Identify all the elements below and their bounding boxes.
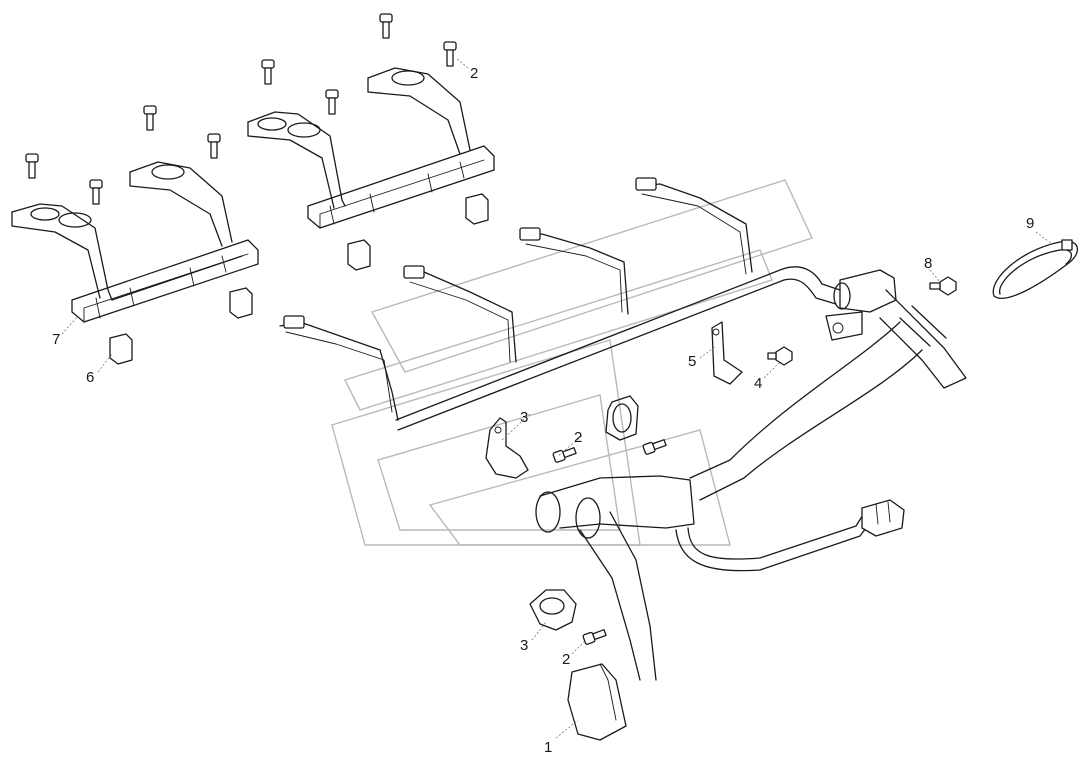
callout-6: 6 [86, 369, 94, 386]
wire-clips [109, 193, 489, 365]
callout-labels: 1 2 2 2 3 3 4 5 6 7 8 9 [52, 65, 1034, 756]
watermark-logo [331, 179, 813, 546]
callout-1: 1 [544, 739, 552, 756]
small-hardware [552, 239, 1079, 645]
callout-4: 4 [754, 375, 762, 392]
p-clamps [485, 321, 743, 741]
rail-bracket-right [247, 67, 495, 229]
callout-2-a: 2 [574, 429, 582, 446]
callout-8: 8 [924, 255, 932, 272]
rail-bracket-left [11, 161, 259, 323]
callout-7: 7 [52, 331, 60, 348]
leader-lines [61, 57, 1053, 739]
callout-2-c: 2 [562, 651, 570, 668]
injector-leads [279, 177, 753, 421]
callout-3-b: 3 [520, 637, 528, 654]
main-harness [395, 266, 967, 681]
callout-2-b: 2 [470, 65, 478, 82]
callout-5: 5 [688, 353, 696, 370]
callout-3-a: 3 [520, 409, 528, 426]
callout-9: 9 [1026, 215, 1034, 232]
bracket-bolts [25, 13, 457, 205]
